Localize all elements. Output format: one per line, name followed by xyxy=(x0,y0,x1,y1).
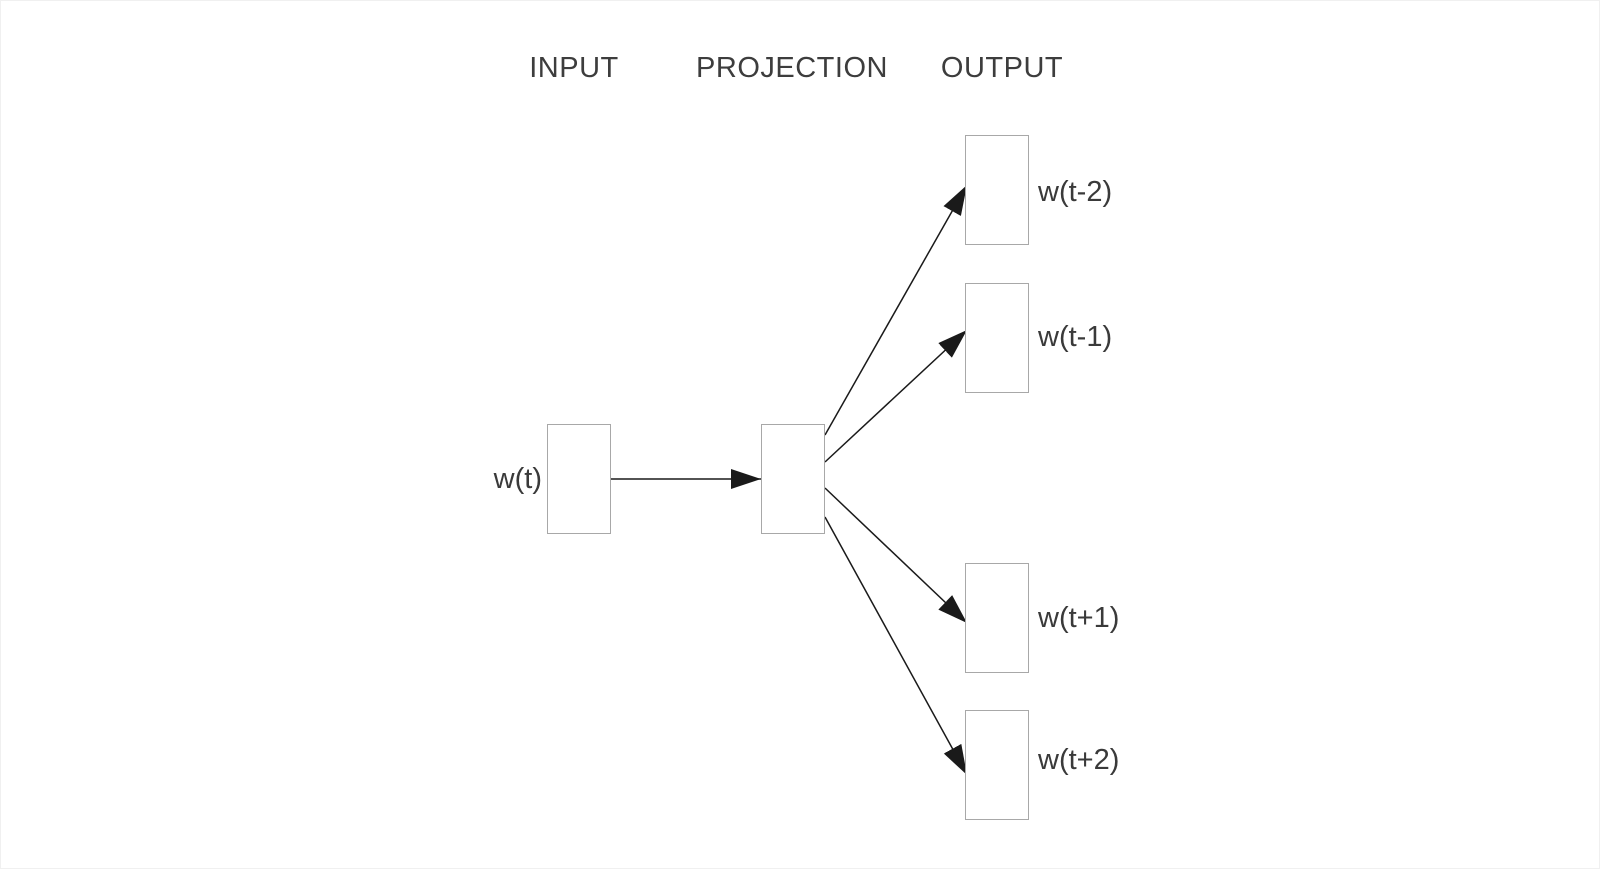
input-node-box xyxy=(547,424,611,534)
output-node-label-wt-minus-2: w(t-2) xyxy=(1038,176,1113,208)
column-header-output: OUTPUT xyxy=(940,52,1064,84)
edge-projection-to-wt-plus-2 xyxy=(824,516,968,776)
input-node-label: w(t) xyxy=(493,463,542,495)
output-node-box-wt-plus-1 xyxy=(965,563,1029,673)
column-header-input: INPUT xyxy=(529,52,619,84)
output-node-label-wt-minus-1: w(t-1) xyxy=(1038,321,1113,353)
edge-projection-to-wt-minus-2 xyxy=(824,184,968,436)
output-node-label-wt-plus-1: w(t+1) xyxy=(1038,602,1120,634)
edge-projection-to-wt-minus-1 xyxy=(824,329,968,463)
output-node-box-wt-plus-2 xyxy=(965,710,1029,820)
output-node-label-wt-plus-2: w(t+2) xyxy=(1038,744,1120,776)
output-node-box-wt-minus-1 xyxy=(965,283,1029,393)
edge-projection-to-wt-plus-1 xyxy=(824,487,968,624)
output-node-box-wt-minus-2 xyxy=(965,135,1029,245)
column-header-projection: PROJECTION xyxy=(696,52,888,84)
projection-node-box xyxy=(761,424,825,534)
